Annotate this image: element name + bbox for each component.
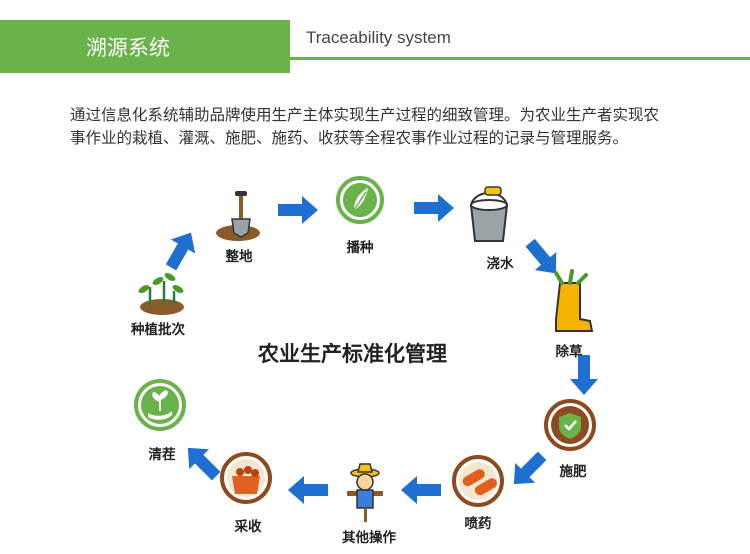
capsule-icon <box>452 455 504 507</box>
basket-icon <box>220 452 272 504</box>
arrow-8 <box>177 437 227 487</box>
bucket-icon <box>469 186 509 242</box>
boot-icon <box>554 269 594 332</box>
header-title: 溯源系统 <box>86 35 170 60</box>
step-label-播种: 播种 <box>346 240 374 256</box>
hand-plant-icon <box>134 379 186 431</box>
step-label-清茬: 清茬 <box>148 447 176 463</box>
header-divider <box>290 57 750 60</box>
scarecrow-icon <box>347 463 383 522</box>
header-title-tab: 溯源系统 <box>0 20 290 73</box>
arrow-1 <box>278 196 318 224</box>
arrow-9 <box>158 225 204 275</box>
step-label-除草: 除草 <box>555 344 583 360</box>
arrow-2 <box>414 194 454 222</box>
step-label-施肥: 施肥 <box>559 464 587 480</box>
step-label-浇水: 浇水 <box>486 256 514 272</box>
step-label-整地: 整地 <box>225 249 253 265</box>
shovel-icon <box>216 191 260 241</box>
diagram-center-title: 农业生产标准化管理 <box>258 342 447 366</box>
sprout-icon <box>336 176 384 224</box>
step-label-采收: 采收 <box>234 519 262 535</box>
step-label-种植批次: 种植批次 <box>131 322 185 338</box>
arrow-5 <box>503 445 553 495</box>
arrow-6 <box>401 476 441 504</box>
step-label-喷药: 喷药 <box>464 516 492 532</box>
arrow-7 <box>288 476 328 504</box>
shield-check-icon <box>544 399 596 451</box>
arrow-4 <box>570 355 598 395</box>
seedlings-icon <box>138 273 184 315</box>
intro-paragraph: 通过信息化系统辅助品牌使用生产主体实现生产过程的细致管理。为农业生产者实现农事作… <box>70 106 660 147</box>
header-subtitle: Traceability system <box>306 28 451 47</box>
step-label-其他操作: 其他操作 <box>342 530 396 546</box>
